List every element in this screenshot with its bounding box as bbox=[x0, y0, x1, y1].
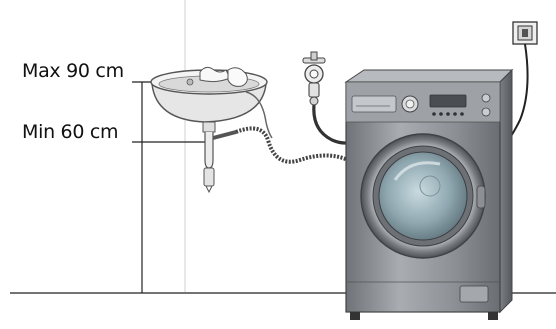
power-socket-icon bbox=[512, 21, 538, 45]
washing-machine-icon bbox=[344, 68, 514, 320]
sink-icon bbox=[150, 66, 268, 194]
min-height-label: Min 60 cm bbox=[22, 121, 119, 143]
sink-outlet-pipe bbox=[245, 91, 273, 139]
drain-hose-icon bbox=[235, 126, 353, 164]
max-height-label: Max 90 cm bbox=[22, 60, 124, 82]
tap-icon bbox=[302, 51, 326, 106]
